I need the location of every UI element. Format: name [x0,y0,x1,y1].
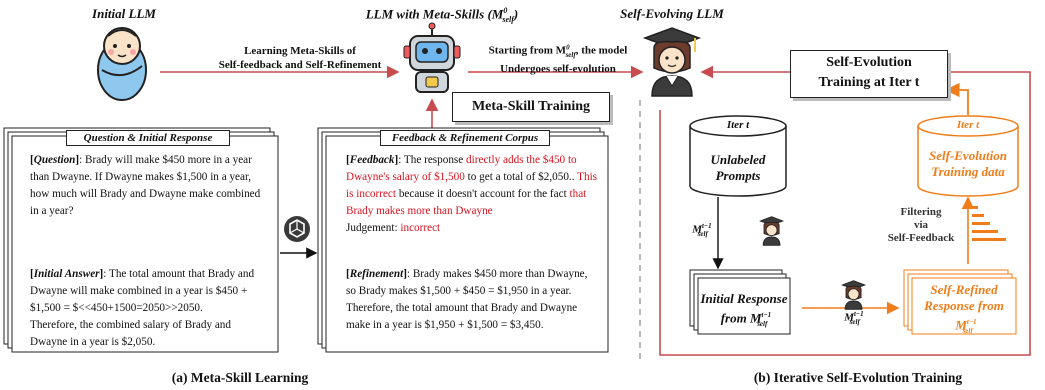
arrow2-caption: Starting from M0self, the model Undergoe… [488,43,628,75]
self-evolving-llm-label: Self-Evolving LLM [620,6,724,21]
training-data-db [917,115,1019,197]
left-doc-stack [3,127,279,353]
question-text: [Question]: Brady will make $450 more in… [30,154,261,217]
meta-skill-training-box: Meta-Skill Training [452,92,610,122]
self-evolution-frame [659,71,1031,356]
refinement-text: [Refinement]: Brady makes $450 more than… [346,268,588,331]
mid-doc-stack [317,127,609,353]
model-label-1: Mt−1self [692,222,712,238]
unlabeled-prompts-db [689,115,787,197]
model-label-2: Mt−1self [844,310,864,326]
db2-title: Iter t [956,119,980,131]
left-doc-title: Question & Initial Response [66,130,230,146]
filter-bars-icon [972,206,1006,241]
caption-right: (b) Iterative Self-Evolution Training [753,370,963,385]
refined-response-stack [903,269,1017,335]
openai-icon [284,216,310,242]
arrow1-caption: Learning Meta-Skills of Self-feedback an… [218,45,382,71]
self-evolution-training-box: Self-Evolution Training at Iter t [790,50,948,98]
initial-response-stack [689,269,791,335]
robot-icon [403,22,461,93]
db1-title: Iter t [726,119,750,131]
refined-response-label: Self-Refined Response from Mt−1self [924,282,1004,335]
initial-llm-label: Initial LLM [92,6,156,21]
meta-llm-label: LLM with Meta-Skills (M0self) [365,6,519,24]
initial-answer-text: [Initial Answer]: The total amount that … [30,268,255,348]
orange-up-arrow [945,82,969,115]
graduate-small-icon [841,280,867,310]
caption-left: (a) Meta-Skill Learning [171,370,309,385]
baby-icon [97,27,147,101]
graduate-small-icon [759,216,785,246]
initial-response-label: Initial Response from Mt−1self [700,291,788,328]
feedback-text: [Feedback]: The response directly adds t… [346,154,598,234]
mid-doc-title: Feedback & Refinement Corpus [380,130,550,146]
graduate-icon [642,27,702,97]
